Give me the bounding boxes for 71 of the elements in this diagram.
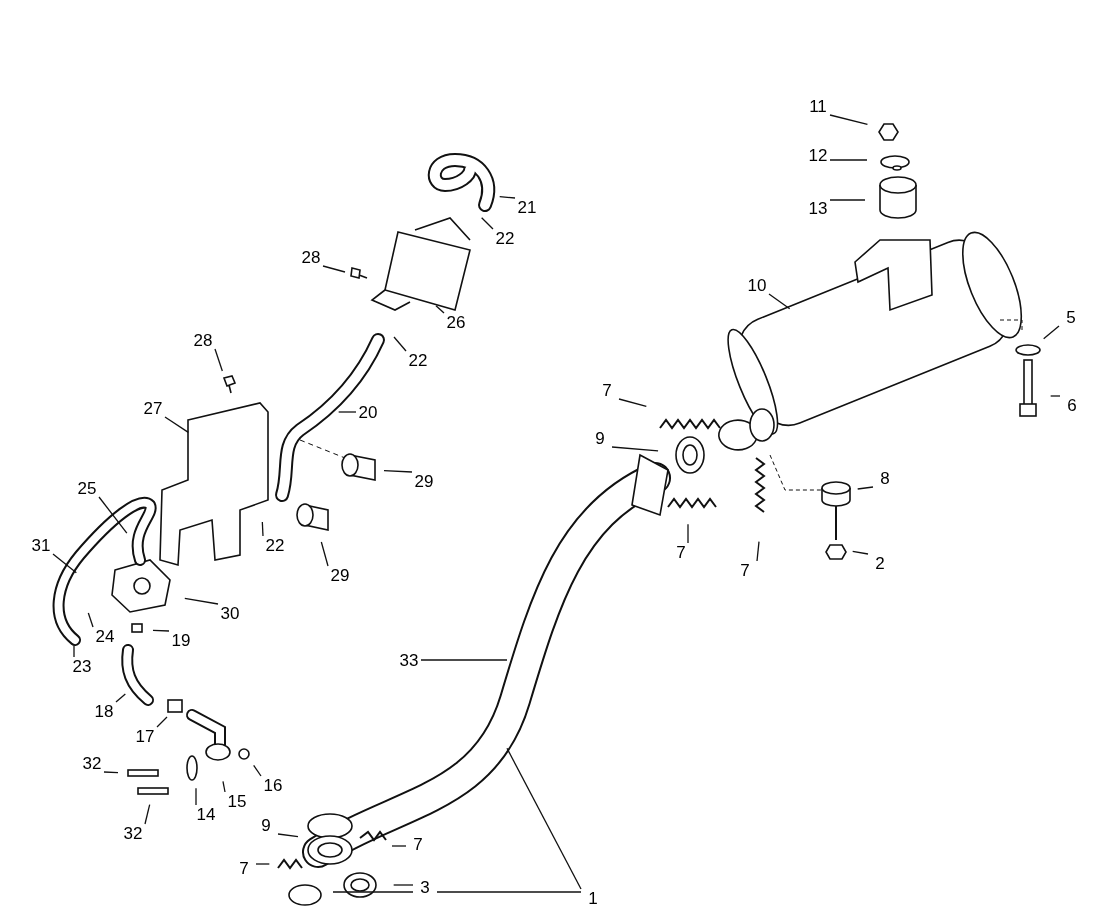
leader-line xyxy=(393,336,407,352)
callout-number: 24 xyxy=(93,627,117,645)
callout-number: 29 xyxy=(412,472,436,490)
leader-line xyxy=(1050,395,1061,397)
callout-number: 17 xyxy=(133,727,157,745)
leader-line xyxy=(152,629,170,632)
leader-line xyxy=(393,884,414,886)
callout-number: 29 xyxy=(328,566,352,584)
leader-line xyxy=(164,416,189,433)
leader-line xyxy=(195,787,197,806)
leader-line xyxy=(756,541,760,562)
callout-number: 26 xyxy=(444,313,468,331)
leader-line xyxy=(435,305,445,314)
callout-number: 25 xyxy=(75,479,99,497)
callout-number: 28 xyxy=(191,331,215,349)
leader-line xyxy=(611,446,659,452)
leader-line xyxy=(481,217,494,230)
callout-number: 22 xyxy=(263,536,287,554)
leader-line xyxy=(829,199,866,201)
leader-line xyxy=(420,659,508,661)
callout-number: 23 xyxy=(70,657,94,675)
callout-number: 14 xyxy=(194,805,218,823)
leader-line xyxy=(332,891,582,893)
callout-number: 19 xyxy=(169,631,193,649)
leader-line xyxy=(768,293,791,310)
leader-line xyxy=(73,645,75,658)
leader-line xyxy=(338,411,357,413)
leader-line xyxy=(322,265,346,273)
callout-number: 20 xyxy=(356,403,380,421)
leader-line xyxy=(52,553,77,574)
leader-line xyxy=(829,114,869,125)
leader-line xyxy=(103,771,119,774)
callout-number: 16 xyxy=(261,776,285,794)
leader-line xyxy=(1043,325,1060,340)
callout-number: 30 xyxy=(218,604,242,622)
callout-number: 13 xyxy=(806,199,830,217)
leader-line xyxy=(144,804,151,825)
leader-line xyxy=(857,486,874,490)
callout-number: 31 xyxy=(29,536,53,554)
leader-line xyxy=(829,159,868,161)
callout-number: 12 xyxy=(806,146,830,164)
leader-line xyxy=(499,196,516,199)
leader-line xyxy=(383,470,413,473)
callout-number: 27 xyxy=(141,399,165,417)
leader-line xyxy=(87,612,94,628)
leader-line xyxy=(852,550,869,555)
callout-number: 15 xyxy=(225,792,249,810)
callout-number: 21 xyxy=(515,198,539,216)
callout-number: 3 xyxy=(413,878,437,896)
callout-number: 22 xyxy=(406,351,430,369)
leader-line xyxy=(115,693,126,703)
leader-line xyxy=(391,845,407,847)
callout-number: 33 xyxy=(397,651,421,669)
leader-line xyxy=(506,747,582,890)
leader-line xyxy=(255,863,270,865)
leader-line xyxy=(184,597,219,605)
leader-line xyxy=(214,348,223,372)
callout-number: 18 xyxy=(92,702,116,720)
callout-number: 28 xyxy=(299,248,323,266)
callout-number: 10 xyxy=(745,276,769,294)
callout-number: 32 xyxy=(80,754,104,772)
leader-line xyxy=(687,523,689,544)
leader-line xyxy=(320,541,329,567)
leader-line xyxy=(98,496,128,534)
leader-line xyxy=(261,521,264,537)
leader-line xyxy=(277,833,299,838)
leader-line xyxy=(222,780,226,793)
callout-number: 32 xyxy=(121,824,145,842)
leader-line xyxy=(618,398,647,407)
leader-line xyxy=(253,764,262,777)
callout-number: 22 xyxy=(493,229,517,247)
